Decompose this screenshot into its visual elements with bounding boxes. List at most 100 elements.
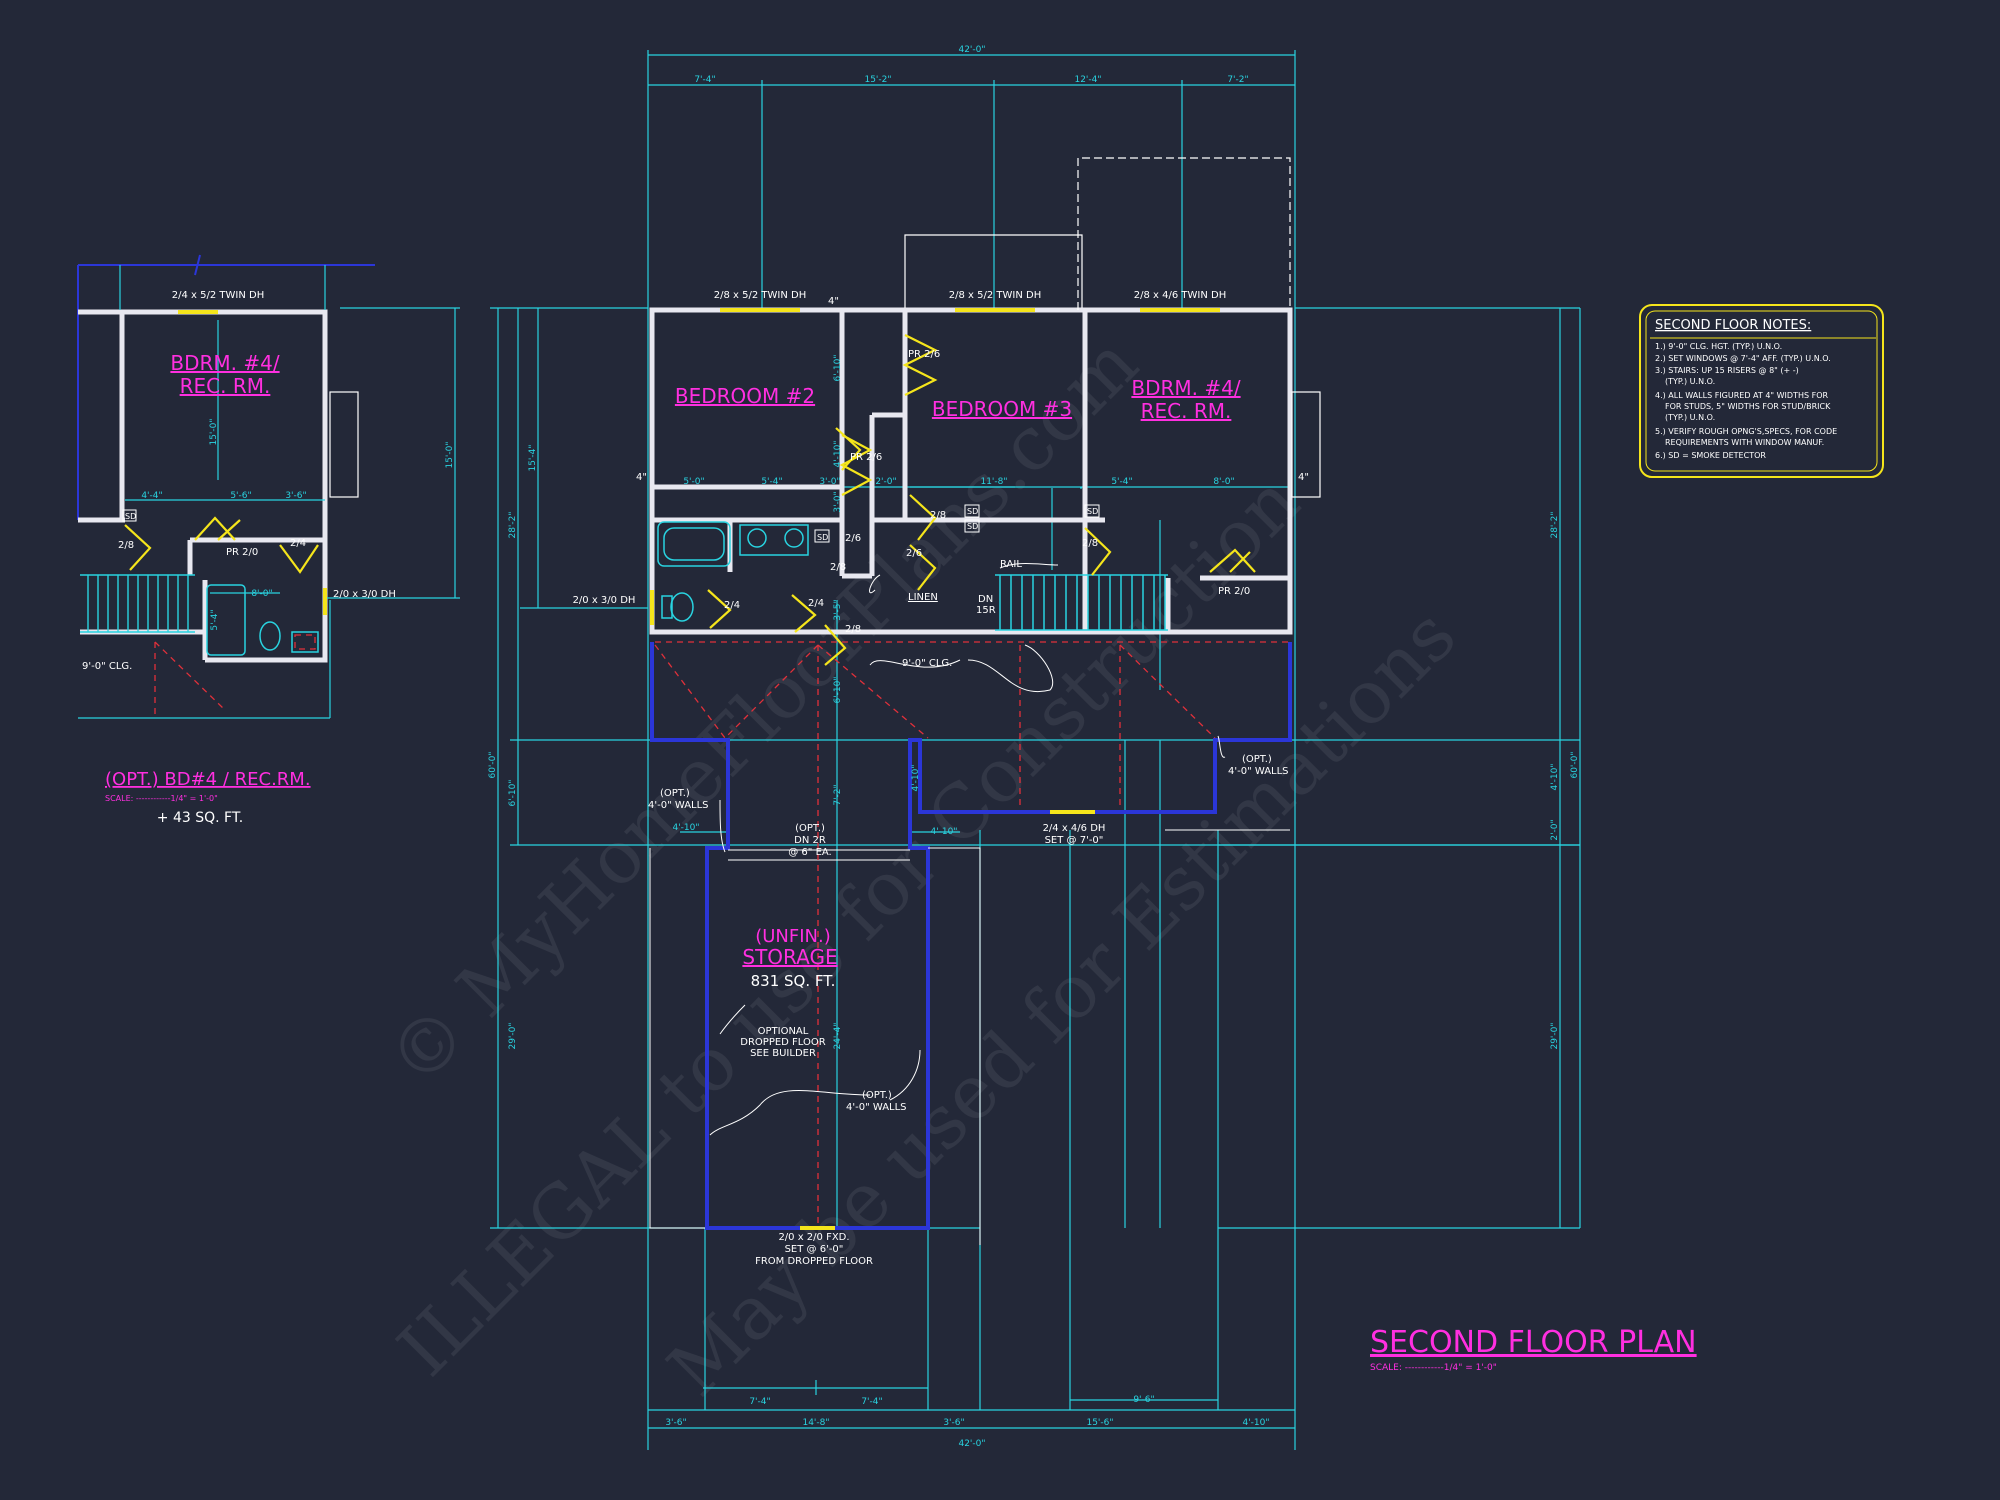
dim-top-4: 7'-2" <box>1227 75 1248 85</box>
door-label-pr26-a: PR 2/6 <box>908 349 940 360</box>
door-size-24-a: 2/4 <box>724 600 740 611</box>
dim-int-v5: 6'-10" <box>833 676 843 703</box>
dim-int-7: 8'-0" <box>1213 477 1234 487</box>
wall-thickness-c: 4" <box>828 296 839 307</box>
opt-walls-right-line2: 4'-0" WALLS <box>1228 766 1289 777</box>
opt-stair-line2: DN 2R <box>794 835 826 846</box>
opt-walls-right-line1: (OPT.) <box>1242 754 1272 765</box>
window-label-5-line1: 2/4 x 4/6 DH <box>1043 823 1106 834</box>
dim-int-h1: 4'-10" <box>672 823 699 833</box>
windows <box>650 308 1220 1230</box>
dimension-texts: 42'-0" 7'-4" 15'-2" 12'-4" 7'-2" 42'-0" … <box>488 45 1580 1449</box>
dim-int-2: 5'-4" <box>761 477 782 487</box>
note-item-5: 4.) ALL WALLS FIGURED AT 4" WIDTHS FOR <box>1655 391 1828 400</box>
room-label-bedroom-4-line2: REC. RM. <box>1141 399 1232 423</box>
dim-bottom-1: 3'-6" <box>665 1418 686 1428</box>
wall-thickness-a: 4" <box>636 472 647 483</box>
dim-int-v6: 7'-2" <box>833 784 843 805</box>
note-item-7: (TYP.) U.N.O. <box>1665 413 1715 422</box>
window-label-3: 2/8 x 4/6 TWIN DH <box>1134 290 1226 301</box>
option-clg: 9'-0" CLG. <box>82 661 132 672</box>
smoke-detector-label-4: SD <box>1087 507 1098 516</box>
dim-int-v4: 3'-5" <box>833 599 843 620</box>
room-label-bedroom-4-line1: BDRM. #4/ <box>1131 376 1240 400</box>
option-door-24: 2/4 <box>290 538 306 549</box>
option-dim-4: 8'-0" <box>251 589 272 599</box>
note-item-3: 3.) STAIRS: UP 15 RISERS @ 8" (+ -) <box>1655 366 1799 375</box>
dim-left-b: 15'-4" <box>528 444 538 471</box>
door-size-28-a: 2/8 <box>830 562 846 573</box>
doors <box>707 334 1256 666</box>
option-title: (OPT.) BD#4 / REC.RM. <box>105 769 311 790</box>
smoke-detector-label-2: SD <box>967 507 978 516</box>
opt-stair-line3: @ 6" EA. <box>788 847 831 858</box>
option-room-line2: REC. RM. <box>180 374 271 398</box>
note-item-8: 5.) VERIFY ROUGH OPNG'S,SPECS, FOR CODE <box>1655 427 1837 436</box>
opt-walls-left-line2: 4'-0" WALLS <box>648 800 709 811</box>
dim-left-c: 6'-10" <box>508 779 518 806</box>
option-plan: BDRM. #4/ REC. RM. 2/4 x 5/2 TWIN DH 2/0… <box>77 254 460 826</box>
stair-risers-label: 15R <box>976 605 996 616</box>
dimension-lines <box>490 50 1581 1450</box>
window-label-2: 2/8 x 5/2 TWIN DH <box>949 290 1041 301</box>
dim-bottom-4: 15'-6" <box>1086 1418 1113 1428</box>
door-size-28-c: 2/8 <box>1082 538 1098 549</box>
note-item-2: 2.) SET WINDOWS @ 7'-4" AFF. (TYP.) U.N.… <box>1655 354 1831 363</box>
dim-int-h2: 4'-10" <box>930 827 957 837</box>
plan-title: SECOND FLOOR PLAN <box>1370 1325 1697 1360</box>
dim-right-b: 4'-10" <box>1550 763 1560 790</box>
dim-top-3: 12'-4" <box>1074 75 1101 85</box>
smoke-detectors <box>814 504 1100 543</box>
dim-bottom-3: 3'-6" <box>943 1418 964 1428</box>
option-pr20: PR 2/0 <box>226 547 258 558</box>
option-dim-3: 3'-6" <box>285 491 306 501</box>
dim-right-overall: 60'-0" <box>1570 751 1580 778</box>
dim-bottom-5: 4'-10" <box>1242 1418 1269 1428</box>
dim-right-d: 29'-0" <box>1550 1022 1560 1049</box>
stair-dn-label: DN <box>978 594 993 605</box>
dim-int-v7: 24'-4" <box>833 1022 843 1049</box>
dim-bottom-upper-3: 9'-6" <box>1133 1395 1154 1405</box>
wall-thickness-b: 4" <box>1298 472 1309 483</box>
smoke-detector-label-3: SD <box>967 522 978 531</box>
roof-hip-lines <box>654 641 1290 1228</box>
dim-left-overall: 60'-0" <box>488 751 498 778</box>
window-label-1: 2/8 x 5/2 TWIN DH <box>714 290 806 301</box>
bath-fixtures <box>657 521 809 622</box>
opt-walls-storage-line1: (OPT.) <box>862 1090 892 1101</box>
opt-walls-storage-line2: 4'-0" WALLS <box>846 1102 907 1113</box>
door-size-28-b: 2/8 <box>930 510 946 521</box>
note-item-4: (TYP.) U.N.O. <box>1665 377 1715 386</box>
plan-scale: SCALE: ------------1/4" = 1'-0" <box>1370 1363 1497 1373</box>
notes-box: SECOND FLOOR NOTES: 1.) 9'-0" CLG. HGT. … <box>1639 304 1884 478</box>
note-item-10: 6.) SD = SMOKE DETECTOR <box>1655 451 1766 460</box>
option-dim-5: 15'-0" <box>209 418 219 445</box>
option-area: + 43 SQ. FT. <box>157 810 243 826</box>
dim-right-c: 2'-0" <box>1550 819 1560 840</box>
ceiling-height-label: 9'-0" CLG. <box>902 658 952 669</box>
door-size-24-b: 2/4 <box>808 598 824 609</box>
dim-int-5: 11'-8" <box>980 477 1007 487</box>
window-label-4: 2/0 x 3/0 DH <box>573 595 636 606</box>
dim-top-1: 7'-4" <box>694 75 715 85</box>
dim-bottom-upper-2: 7'-4" <box>861 1397 882 1407</box>
opt-walls-left-line1: (OPT.) <box>660 788 690 799</box>
dim-int-4: 2'-0" <box>875 477 896 487</box>
door-label-pr26-b: PR 2/6 <box>850 452 882 463</box>
dim-bottom-2: 14'-8" <box>802 1418 829 1428</box>
option-scale: SCALE: ------------1/4" = 1'-0" <box>105 794 218 803</box>
smoke-detector-label-1: SD <box>817 533 828 542</box>
room-label-bedroom-3: BEDROOM #3 <box>932 397 1072 421</box>
door-label-pr20: PR 2/0 <box>1218 586 1250 597</box>
door-size-28-d: 2/8 <box>845 624 861 635</box>
option-room-line1: BDRM. #4/ <box>170 351 279 375</box>
dim-int-3: 3'-0" <box>819 477 840 487</box>
storage-area: 831 SQ. FT. <box>751 972 836 990</box>
door-size-26-a: 2/6 <box>906 548 922 559</box>
option-sd: SD <box>125 512 136 521</box>
window-label-6-line2: SET @ 6'-0" <box>785 1244 844 1255</box>
dim-right-a: 28'-2" <box>1550 511 1560 538</box>
note-item-1: 1.) 9'-0" CLG. HGT. (TYP.) U.N.O. <box>1655 342 1782 351</box>
dim-int-v2: 4'-10" <box>833 440 843 467</box>
window-label-6-line1: 2/0 x 2/0 FXD. <box>778 1232 849 1243</box>
